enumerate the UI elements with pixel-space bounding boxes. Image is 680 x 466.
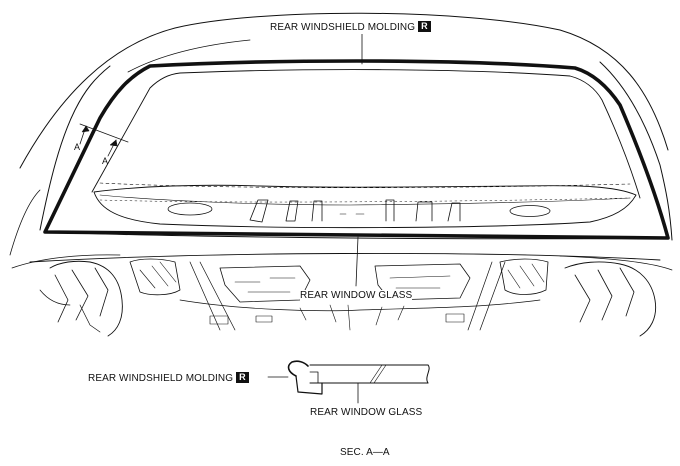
left-headrest-lines [139,261,177,289]
interior-lower-fragments [299,304,405,331]
center-console-outline [219,265,311,303]
right-c-pillar [599,61,673,241]
roof-inner-line [127,39,251,73]
section-mark-a-1: A [74,142,81,152]
section-caption: SEC. A—A [340,447,390,459]
interior-sill [179,299,541,312]
right-headrest [499,258,549,295]
rear-shelf-dashed-lower [99,197,631,203]
section-glass-label-text: REAR WINDOW GLASS [310,407,423,418]
shelf-slot-6 [447,202,461,222]
shelf-slot-3 [311,200,323,222]
center-console-detail [234,277,296,293]
rear-window-glass-label: REAR WINDOW GLASS [300,290,413,302]
section-arrow-1-head [81,125,90,133]
section-hatch [369,364,387,384]
rear-deck-right-edge [559,255,673,271]
section-molding-lip [287,360,309,377]
left-seat-fold [39,289,101,333]
rear-deck-line [29,252,661,263]
center-parcel-detail [389,275,451,289]
left-seat-stitch [54,267,109,323]
section-arrow-2-head [109,139,118,147]
repair-badge: R [418,21,431,32]
rear-shelf-inner [99,194,631,206]
rear-windshield-molding-frame [43,59,670,240]
section-glass-break [426,364,430,384]
section-molding-body [295,375,323,395]
rear-shelf-dashed-upper [99,182,631,188]
rear-shelf-outline [93,184,637,229]
roof-outline [19,12,669,169]
shelf-slot-2 [285,200,299,222]
interior-small-rects [209,313,465,325]
leader-glass-top [355,236,359,287]
right-headrest-lines [507,263,545,289]
section-molding-label-text: REAR WINDSHIELD MOLDING [88,373,234,384]
right-seat-stitch [574,267,635,323]
left-seat-outline [49,260,123,337]
left-body-edge [9,189,41,256]
rear-windshield-molding-label-text: REAR WINDSHIELD MOLDING [270,22,416,33]
rear-window-glass-lower-edge [44,231,669,240]
right-speaker-opening [509,205,551,217]
section-glass-label: REAR WINDOW GLASS [310,407,423,419]
section-inner-step [309,371,319,384]
shelf-slot-5 [415,201,433,222]
left-speaker-opening [167,202,213,216]
rear-window-glass-label-text: REAR WINDOW GLASS [300,290,413,301]
right-seat-outline [564,261,657,337]
right-seatbelt [467,261,506,331]
rear-deck-edge [11,254,121,269]
shelf-slot-1 [249,199,269,223]
left-seatbelt [189,261,236,331]
left-c-pillar [39,65,111,231]
center-parcel-area [374,263,471,301]
section-mark-a-2: A [102,156,109,166]
left-headrest [129,258,181,296]
section-repair-badge: R [236,372,249,383]
rear-window-glass-inner-edge [91,69,641,199]
shelf-slot-4 [385,199,395,222]
section-line [79,123,129,143]
